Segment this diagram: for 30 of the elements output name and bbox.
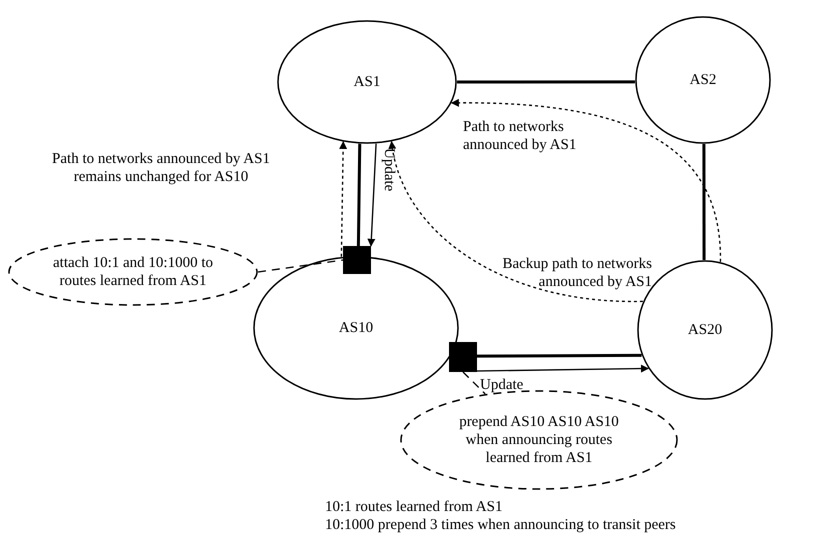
- link-line: [477, 354, 642, 358]
- as-ellipse: [277, 20, 457, 144]
- arrow: [367, 144, 377, 247]
- edge-label: Path to networks announced by AS1: [463, 118, 578, 154]
- arrow: [388, 140, 643, 302]
- edge-label: Update: [480, 376, 524, 394]
- edge-label: Path to networks announced by AS1 remains unchanged for AS10: [51, 150, 271, 186]
- edge-label: Update: [381, 148, 397, 192]
- arrow: [477, 364, 649, 373]
- as-name: AS1: [354, 73, 380, 91]
- policy-point-square: [343, 246, 371, 274]
- as-name: AS2: [690, 71, 716, 89]
- as-ellipse: [253, 256, 459, 400]
- link-line: [457, 80, 636, 84]
- note-ellipse: [8, 238, 258, 306]
- edge-label: Backup path to networks announced by AS1: [501, 255, 652, 291]
- legend-note: 10:1000 prepend 3 times when announcing to transit peers: [325, 516, 676, 534]
- policy-point-square: [449, 342, 477, 372]
- legend-note: 10:1 routes learned from AS1: [325, 498, 504, 516]
- as-ellipse: [635, 16, 771, 144]
- arrow: [450, 99, 722, 262]
- note-text: prepend AS10 AS10 AS10 when announcing routes learned from AS1: [458, 413, 620, 467]
- link-line: [702, 144, 706, 260]
- link-line: [356, 144, 362, 246]
- leader-line: [258, 259, 344, 273]
- as-name: AS20: [688, 321, 722, 339]
- note-text: attach 10:1 and 10:1000 to routes learned from AS1: [52, 254, 214, 290]
- leader-line: [462, 372, 486, 394]
- arrow: [339, 141, 348, 257]
- as-name: AS10: [338, 319, 374, 337]
